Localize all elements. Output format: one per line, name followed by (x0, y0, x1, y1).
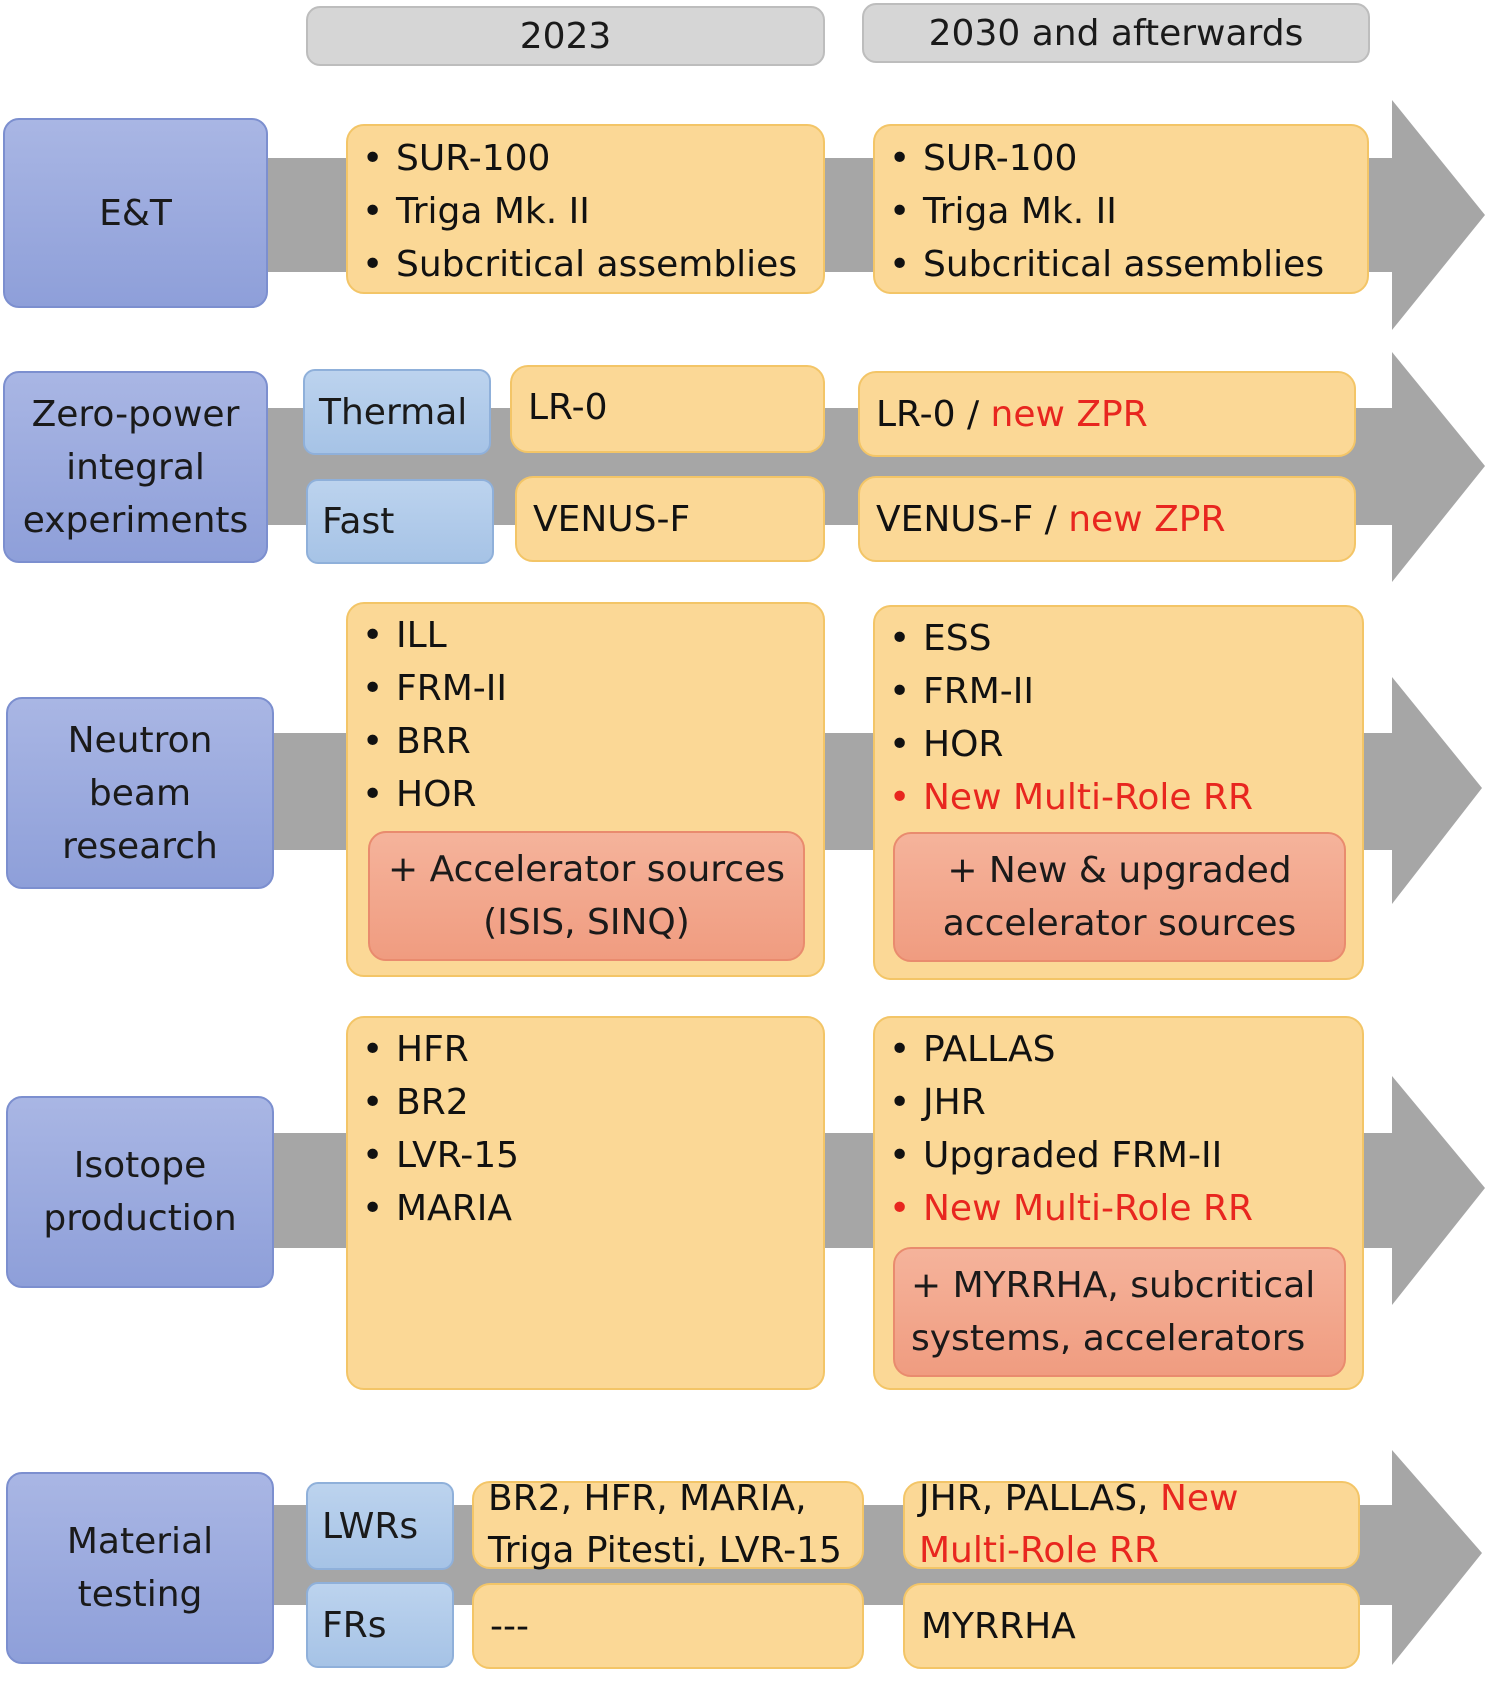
thermal-2030-box: LR-0 / new ZPR (858, 371, 1356, 457)
list-item: SUR-100 (875, 132, 1367, 185)
list-item: Triga Mk. II (348, 185, 823, 238)
isotope-2023-box: HFR BR2 LVR-15 MARIA (346, 1016, 825, 1390)
et-2030-list: SUR-100 Triga Mk. II Subcritical assembl… (875, 132, 1367, 291)
subcategory-fast-label: Fast (322, 501, 395, 542)
category-neutron: Neutron beam research (6, 697, 274, 889)
et-2030-box: SUR-100 Triga Mk. II Subcritical assembl… (873, 124, 1369, 294)
category-label-line: Isotope (73, 1145, 207, 1186)
neutron-2030-accelerator-box: + New & upgraded accelerator sources (893, 832, 1346, 962)
neutron-2023-accelerator-box: + Accelerator sources (ISIS, SINQ) (368, 831, 805, 961)
lwrs-2023-line: BR2, HFR, MARIA, (488, 1478, 807, 1519)
isotope-2030-extra-box: + MYRRHA, subcritical systems, accelerat… (893, 1247, 1346, 1377)
accelerator-line: + New & upgraded (947, 850, 1292, 891)
header-2030-label: 2030 and afterwards (928, 12, 1304, 54)
isotope-2023-list: HFR BR2 LVR-15 MARIA (348, 1023, 823, 1235)
list-item: MARIA (348, 1182, 823, 1235)
category-material: Material testing (6, 1472, 274, 1664)
list-item: ILL (348, 609, 823, 662)
subcategory-thermal-label: Thermal (319, 391, 468, 433)
fast-2030-box: VENUS-F / new ZPR (858, 476, 1356, 562)
lwrs-2030-new: New (1159, 1478, 1239, 1519)
arrow-et (248, 100, 1485, 330)
list-item: FRM-II (348, 662, 823, 715)
category-label-line: production (43, 1198, 237, 1239)
thermal-2030-value: LR-0 / (876, 393, 991, 435)
fast-2023-value: VENUS-F (533, 498, 691, 540)
subcategory-lwrs: LWRs (306, 1482, 454, 1570)
arrow-material (248, 1450, 1482, 1665)
list-item: Upgraded FRM-II (875, 1129, 1362, 1182)
et-2023-box: SUR-100 Triga Mk. II Subcritical assembl… (346, 124, 825, 294)
frs-2023-value: --- (490, 1605, 529, 1647)
fast-2030-value: VENUS-F / (876, 498, 1069, 540)
et-2023-list: SUR-100 Triga Mk. II Subcritical assembl… (348, 132, 823, 291)
list-item: HFR (348, 1023, 823, 1076)
accelerator-line: (ISIS, SINQ) (483, 902, 690, 943)
thermal-2030-new: new ZPR (990, 393, 1148, 435)
fast-2023-box: VENUS-F (515, 476, 825, 562)
category-label-line: Material (66, 1521, 214, 1562)
thermal-2023-box: LR-0 (510, 365, 825, 453)
frs-2030-box: MYRRHA (903, 1583, 1360, 1669)
lwrs-2023-line: Triga Pitesti, LVR-15 (488, 1530, 842, 1571)
subcategory-frs-label: FRs (322, 1604, 387, 1646)
extra-line: systems, accelerators (911, 1318, 1306, 1359)
thermal-2023-value: LR-0 (528, 387, 608, 428)
fast-2030-new: new ZPR (1068, 498, 1226, 540)
list-item: Subcritical assemblies (875, 238, 1367, 291)
category-label-line: integral (66, 446, 205, 488)
list-item-new: New Multi-Role RR (875, 1182, 1362, 1235)
lwrs-2030-box: JHR, PALLAS, New Multi-Role RR (903, 1478, 1360, 1571)
list-item: PALLAS (875, 1023, 1362, 1076)
isotope-2030-list: PALLAS JHR Upgraded FRM-II New Multi-Rol… (875, 1023, 1362, 1235)
list-item: SUR-100 (348, 132, 823, 185)
category-label-line: beam (88, 772, 192, 814)
list-item: ESS (875, 612, 1362, 665)
category-et: E&T (3, 118, 268, 308)
list-item: HOR (348, 768, 823, 821)
accelerator-line: + Accelerator sources (387, 849, 786, 890)
category-label-line: testing (77, 1574, 203, 1615)
list-item: BR2 (348, 1076, 823, 1129)
subcategory-fast: Fast (306, 479, 494, 564)
list-item: FRM-II (875, 665, 1362, 718)
list-item: BRR (348, 715, 823, 768)
category-zero-power: Zero-power integral experiments (3, 371, 268, 563)
list-item: Triga Mk. II (875, 185, 1367, 238)
list-item-new: New Multi-Role RR (875, 771, 1362, 824)
category-et-label: E&T (99, 192, 172, 234)
category-isotope: Isotope production (6, 1096, 274, 1288)
category-label-line: research (62, 825, 218, 867)
extra-line: + MYRRHA, subcritical (911, 1265, 1316, 1306)
lwrs-2023-box: BR2, HFR, MARIA, Triga Pitesti, LVR-15 (472, 1478, 864, 1571)
header-2023: 2023 (306, 6, 825, 66)
neutron-2023-list: ILL FRM-II BRR HOR (348, 609, 823, 821)
list-item: JHR (875, 1076, 1362, 1129)
category-label-line: Neutron (67, 719, 213, 761)
subcategory-lwrs-label: LWRs (322, 1505, 419, 1547)
subcategory-thermal: Thermal (303, 369, 491, 455)
category-label-line: experiments (22, 499, 249, 541)
list-item: HOR (875, 718, 1362, 771)
header-2030: 2030 and afterwards (862, 3, 1370, 63)
list-item: Subcritical assemblies (348, 238, 823, 291)
frs-2023-box: --- (472, 1583, 864, 1669)
lwrs-2030-value: JHR, PALLAS, (919, 1478, 1160, 1519)
list-item: LVR-15 (348, 1129, 823, 1182)
header-2023-label: 2023 (519, 15, 612, 57)
lwrs-2030-line: JHR, PALLAS, New (919, 1473, 1358, 1525)
neutron-2030-list: ESS FRM-II HOR New Multi-Role RR (875, 612, 1362, 824)
lwrs-2030-new-line: Multi-Role RR (919, 1530, 1160, 1571)
accelerator-line: accelerator sources (942, 903, 1297, 944)
frs-2030-value: MYRRHA (921, 1605, 1076, 1647)
category-label-line: Zero-power (31, 393, 240, 435)
subcategory-frs: FRs (306, 1582, 454, 1668)
